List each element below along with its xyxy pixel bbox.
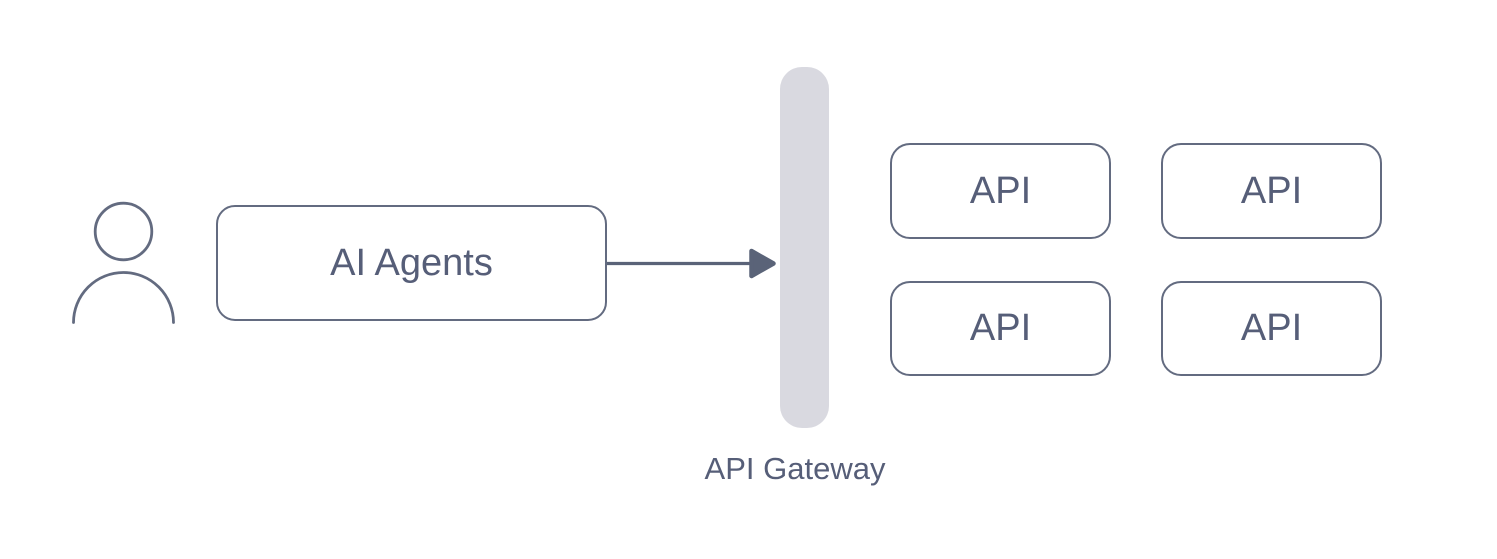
node-ai-agents: AI Agents (216, 205, 607, 321)
node-api-1-label: API (969, 169, 1032, 212)
user-icon (72, 201, 175, 324)
node-api-2: API (1161, 143, 1382, 239)
node-api-2-label: API (1240, 169, 1303, 212)
node-api-3-label: API (969, 307, 1032, 349)
node-api-4: API (1161, 281, 1382, 376)
node-ai-agents-label: AI Agents (330, 241, 493, 284)
node-api-1: API (890, 143, 1111, 239)
node-api-3: API (890, 281, 1111, 376)
gateway-bar (780, 67, 829, 428)
node-api-4-label: API (1240, 307, 1303, 349)
gateway-label: API Gateway (704, 451, 886, 486)
arrow-right-icon (607, 248, 776, 279)
